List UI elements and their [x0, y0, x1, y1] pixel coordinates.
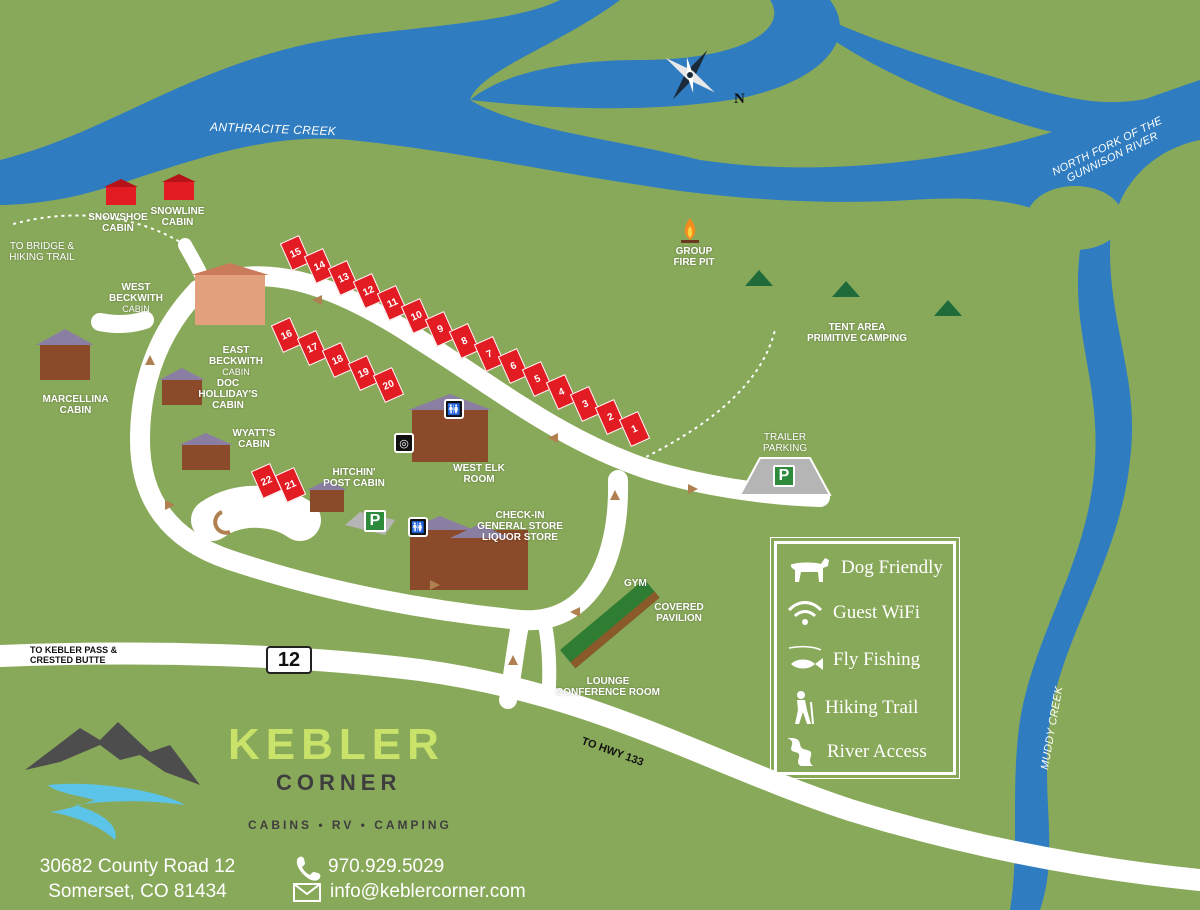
- to-kebler-pass-label: TO KEBLER PASS & CRESTED BUTTE: [30, 645, 118, 665]
- compass-icon: [665, 50, 715, 100]
- bridge-trail-label: TO BRIDGE & HIKING TRAIL: [9, 241, 75, 263]
- covered-pavilion-label: COVERED PAVILION: [654, 602, 704, 624]
- legend-item: Fly Fishing: [785, 644, 920, 676]
- brand-tagline: CABINS • RV • CAMPING: [248, 818, 452, 832]
- legend-item: Hiking Trail: [785, 690, 918, 726]
- legend-item: Dog Friendly: [785, 552, 943, 584]
- tent-area-label: TENT AREA PRIMITIVE CAMPING: [806, 322, 907, 344]
- amenities-legend: Dog Friendly Guest WiFi Fly Fishing Hiki…: [770, 537, 960, 779]
- restroom-icon: 🚻: [444, 399, 464, 419]
- address-line-1: 30682 County Road 12: [39, 856, 236, 877]
- snowline-cabin-label: SNOWLINE CABIN: [150, 206, 205, 228]
- brand-logo-mark: [25, 722, 200, 840]
- hitchin-post-cabin-label: HITCHIN' POST CABIN: [323, 467, 385, 489]
- highway-12-shield: 12: [266, 646, 312, 674]
- email-link[interactable]: info@keblercorner.com: [330, 881, 526, 902]
- campground-roads: [0, 238, 1200, 891]
- snowshoe-cabin-label: SNOWSHOE CABIN: [88, 212, 148, 234]
- wyatt-cabin-label: WYATT'S CABIN: [232, 428, 276, 450]
- phone-number[interactable]: 970.929.5029: [328, 856, 445, 877]
- trail-to-tents: [639, 329, 776, 461]
- parking-icon: P: [364, 510, 386, 532]
- turnaround-arrow: [213, 510, 231, 535]
- gym-label: GYM: [624, 578, 647, 589]
- tent-icons: [745, 270, 962, 316]
- mail-icon: [293, 883, 321, 902]
- group-fire-pit-label: GROUP FIRE PIT: [673, 246, 715, 268]
- brand-sub: CORNER: [276, 770, 402, 795]
- traffic-arrows: [145, 295, 698, 665]
- trailer-parking-label: TRAILER PARKING: [762, 432, 808, 454]
- hiker-icon: [795, 691, 814, 725]
- river-island: [1027, 186, 1123, 250]
- trail-to-bridge: [9, 214, 186, 246]
- laundry-icon: ◎: [394, 433, 414, 453]
- lounge-label: LOUNGE CONFERENCE ROOM: [556, 676, 660, 698]
- trailer-parking-icon: P: [773, 465, 795, 487]
- marcellina-cabin-label: MARCELLINA CABIN: [42, 394, 109, 416]
- compass-north-label: N: [734, 91, 745, 107]
- wifi-icon: [787, 601, 823, 625]
- river-upper-east: [780, 0, 1200, 140]
- restroom-icon: 🚻: [408, 517, 428, 537]
- legend-item: River Access: [785, 736, 927, 768]
- legend-item: Guest WiFi: [785, 598, 920, 628]
- address-line-2: Somerset, CO 81434: [48, 881, 227, 902]
- fire-pit-icon: [681, 218, 699, 243]
- doc-holliday-cabin-label: DOC HOLLIDAY'S CABIN: [198, 378, 258, 411]
- west-elk-room-label: WEST ELK ROOM: [453, 463, 505, 485]
- river-upper-fork: [470, 0, 840, 109]
- fish-icon: [788, 645, 823, 670]
- address: 30682 County Road 12 Somerset, CO 81434: [30, 854, 245, 904]
- check-in-store-label: CHECK-IN GENERAL STORE LIQUOR STORE: [477, 510, 563, 543]
- dog-icon: [790, 558, 829, 582]
- brand-name: KEBLER: [228, 720, 445, 769]
- river-icon: [787, 738, 813, 766]
- phone-icon: [296, 856, 321, 881]
